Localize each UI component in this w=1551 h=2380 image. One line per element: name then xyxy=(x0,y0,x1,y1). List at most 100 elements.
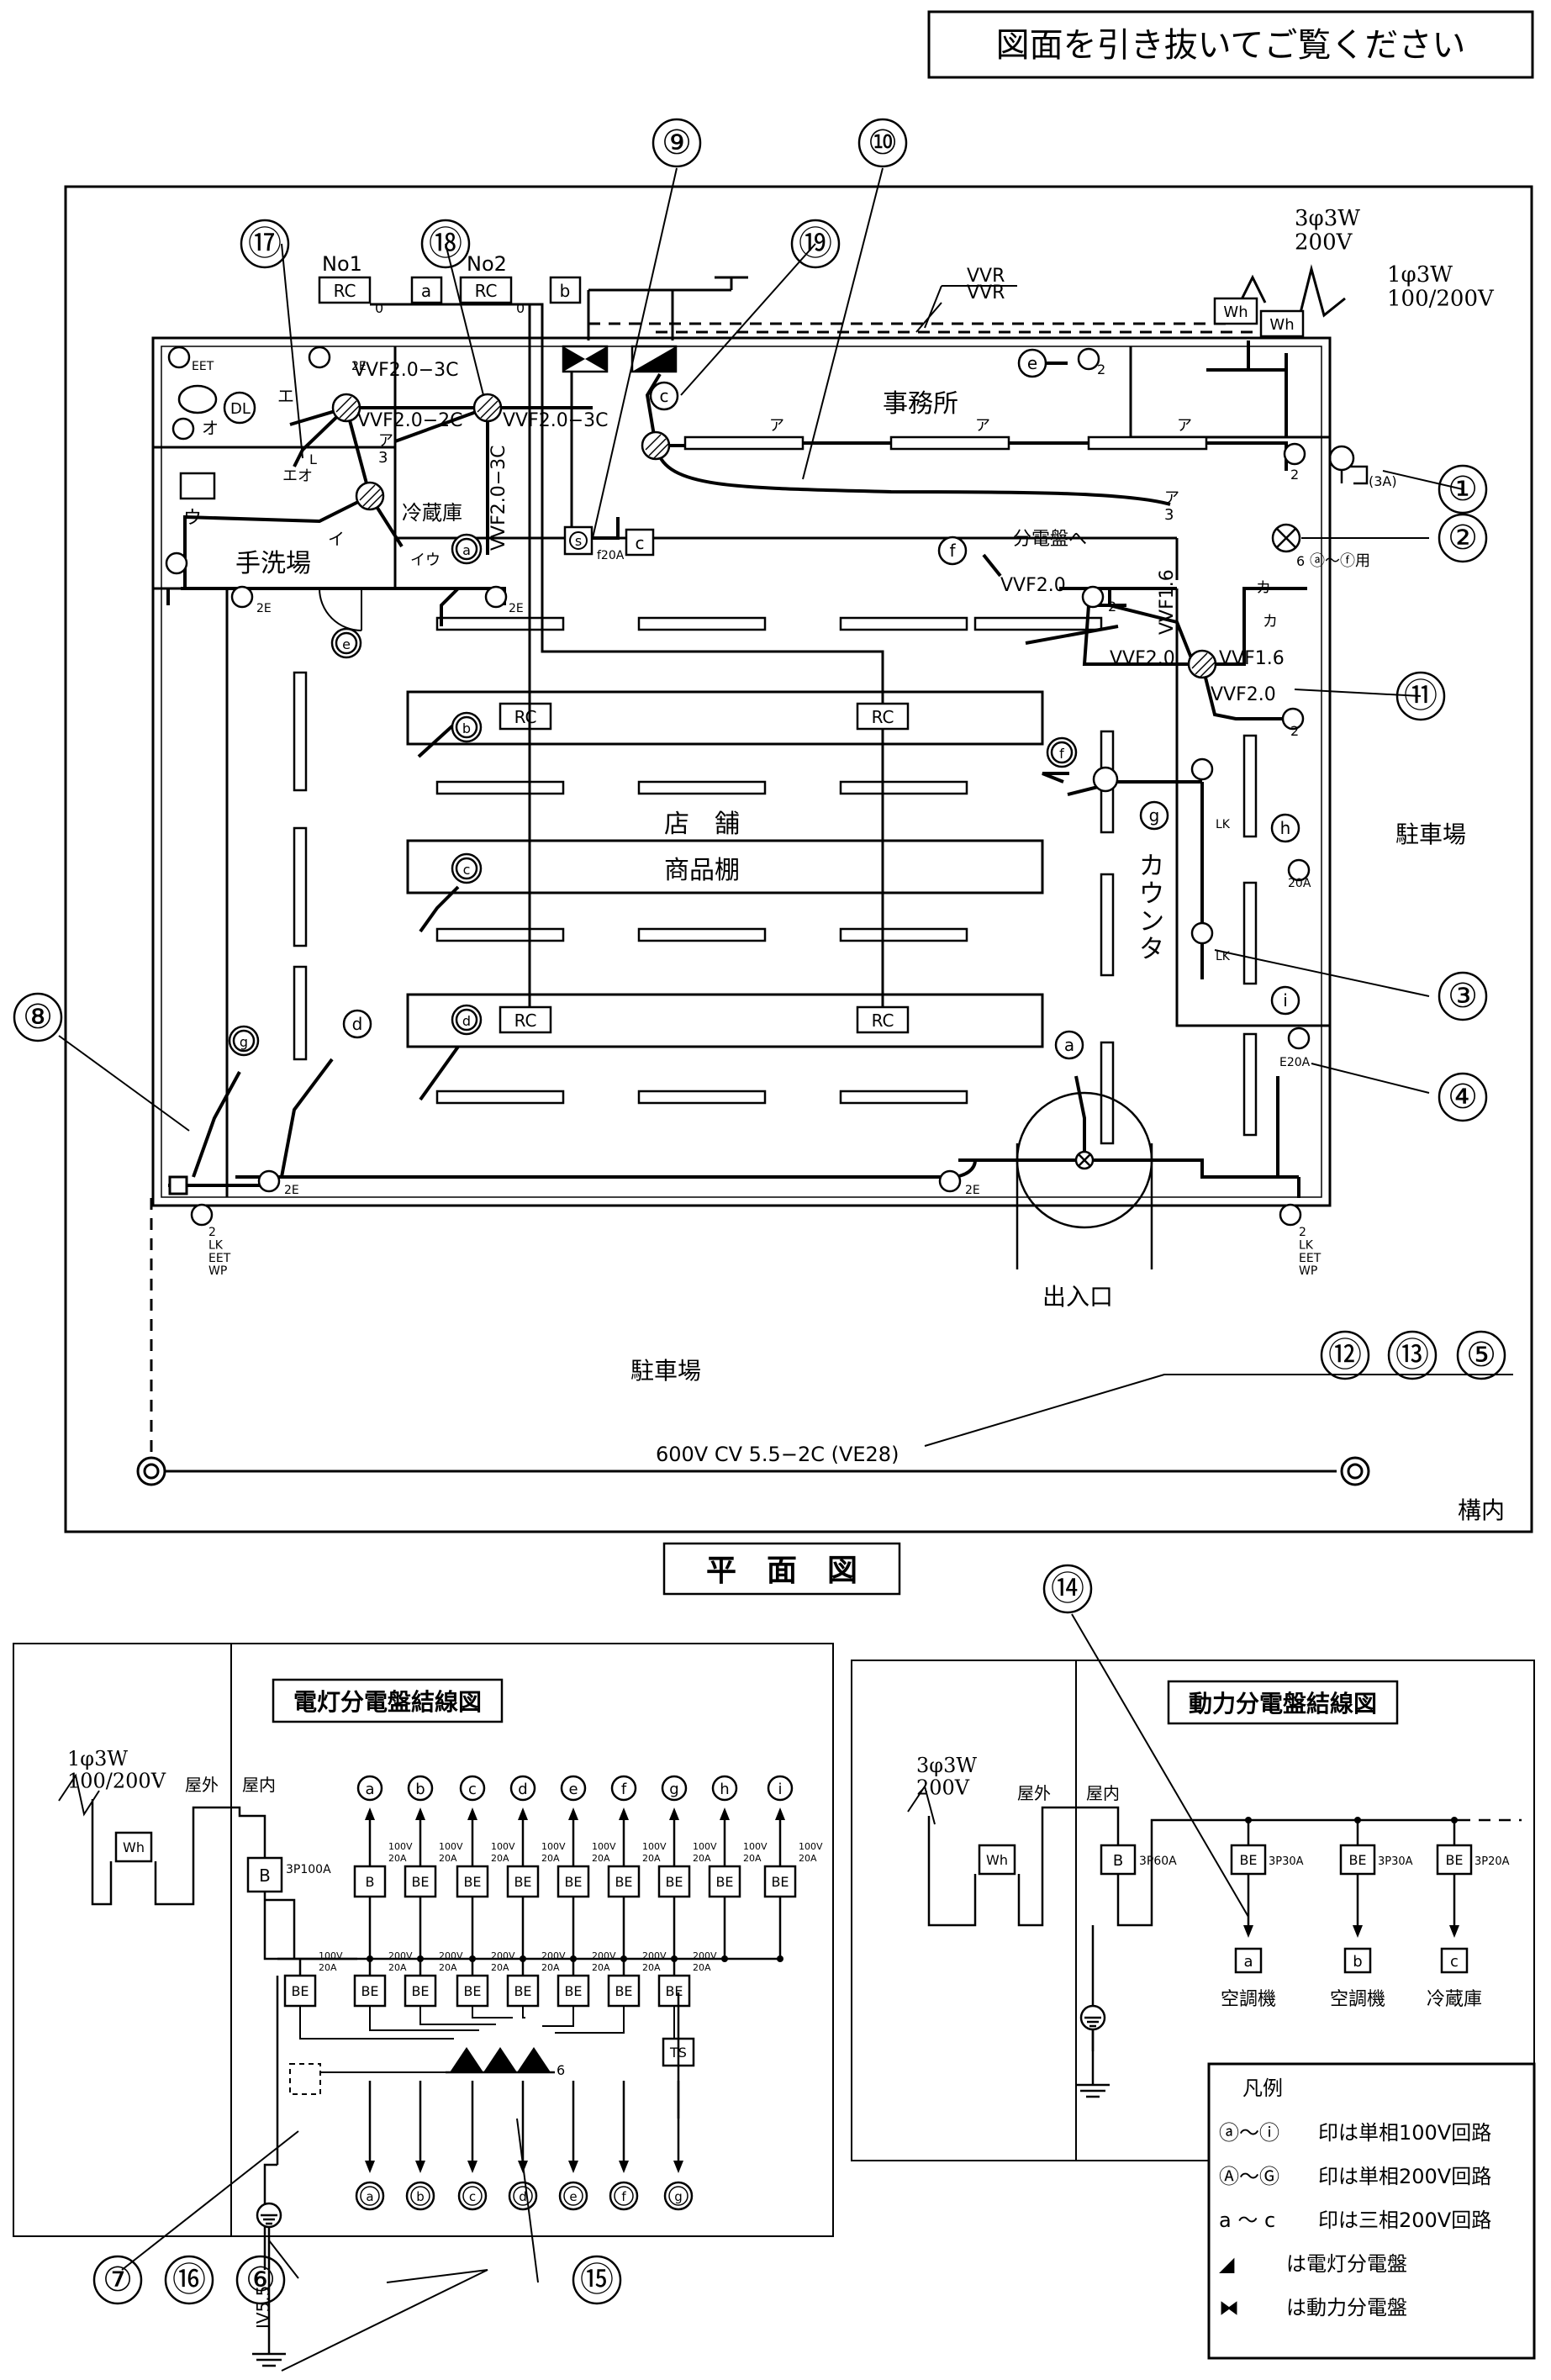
lighting-panel-frame xyxy=(13,1643,834,2237)
power-panel-outdoor: 屋外 xyxy=(1017,1783,1051,1803)
legend-text: は動力分電盤 xyxy=(1286,2296,1407,2319)
branch-breaker-label: BE xyxy=(463,1874,481,1890)
branch-rating: 100V xyxy=(439,1841,463,1852)
e2-label-2: 2E xyxy=(256,602,272,615)
branch-breaker xyxy=(657,1865,691,1898)
label-6: 6 xyxy=(1296,553,1305,569)
branch-circuit-circle xyxy=(661,1775,688,1802)
branch-rating: 100V xyxy=(491,1841,515,1852)
output-label-200: g xyxy=(674,2189,683,2204)
text-line: 2 xyxy=(208,1226,216,1239)
output-label-200: b xyxy=(416,2189,425,2204)
branch-circuit-label: e xyxy=(568,1781,578,1798)
callout-number: ⑲ xyxy=(799,224,832,263)
output-label-200: a xyxy=(366,2189,373,2204)
callout-number: ⑱ xyxy=(429,224,462,263)
lighting-main-breaker-label: B xyxy=(259,1865,271,1886)
branch-breaker xyxy=(506,1865,540,1898)
header-note-box xyxy=(927,10,1534,79)
plan-circuit-200-e: e xyxy=(342,636,351,652)
branch-breaker xyxy=(456,1865,489,1898)
branch-breaker-200-label: BE xyxy=(514,1983,531,1999)
text-line: カ xyxy=(1139,852,1164,881)
room-shelf: 商品棚 xyxy=(664,856,740,885)
branch-circuit-circle xyxy=(407,1775,434,1802)
power-panel-symbol xyxy=(562,345,609,373)
label-to-panel: 分電盤へ xyxy=(1013,529,1087,550)
branch-rating: 20A xyxy=(693,1853,711,1864)
rc-label-4: RC xyxy=(872,707,894,727)
lighting-panel-symbol xyxy=(630,345,678,373)
branch-breaker xyxy=(557,1865,590,1898)
cable-vvf20-2c: VVF2.0−2C xyxy=(357,410,463,431)
branch-rating-200: 20A xyxy=(491,1962,509,1973)
circuit-markers-200 xyxy=(228,533,1078,1057)
legend-symbol: ◢ xyxy=(1219,2252,1235,2276)
branch-rating-200: 20A xyxy=(319,1962,337,1973)
power-load-label: 空調機 xyxy=(1330,1989,1385,2010)
callout-leaders xyxy=(58,167,1513,1447)
branch-circuit-label: g xyxy=(669,1781,678,1798)
rc-label-3: RC xyxy=(514,707,537,727)
callout-number: ⑤ xyxy=(1466,1336,1496,1375)
text-line: 1φ3W xyxy=(67,1747,128,1770)
rc-no1: No1 xyxy=(322,252,362,276)
branch-rating-200: 20A xyxy=(592,1962,610,1973)
branch-circuit-circle xyxy=(356,1775,383,1802)
label-a-2: ア xyxy=(975,417,990,435)
branch-breaker-label: BE xyxy=(715,1874,733,1890)
circuit-a-box: a xyxy=(421,281,431,301)
text-line: LK xyxy=(208,1238,224,1252)
branch-rating-200: 200V xyxy=(592,1950,616,1961)
branch-breaker-label: BE xyxy=(564,1874,582,1890)
text-line: 200V xyxy=(1295,230,1353,256)
power-circuit-label: c xyxy=(1450,1953,1459,1971)
callout-number: ③ xyxy=(1448,977,1478,1016)
callout-circle xyxy=(1438,1072,1488,1122)
branch-rating: 20A xyxy=(743,1853,762,1864)
interior-walls xyxy=(153,346,1330,1197)
text-line: EET xyxy=(1299,1252,1322,1265)
callout-circle xyxy=(1320,1330,1370,1380)
branch-breaker-label: BE xyxy=(514,1874,531,1890)
label-e20a: E20A xyxy=(1279,1056,1311,1069)
branch-circuit-label: a xyxy=(365,1781,374,1798)
plan-circuit-f: f xyxy=(949,541,956,561)
branch-circuit-circle xyxy=(711,1775,738,1802)
output-label-200: d xyxy=(519,2189,527,2204)
cable-vvf20-3c-a: VVF2.0−3C xyxy=(353,360,459,381)
lighting-branches: Ba100V20ABEb100V20ABEc100V20ABEd100V20AB… xyxy=(277,1775,823,2211)
branch-rating-200: 20A xyxy=(693,1962,711,1973)
branch-rating: 100V xyxy=(642,1841,667,1852)
plan-circuit-g: g xyxy=(1149,805,1160,826)
junction-hatch xyxy=(335,396,1216,678)
branch-circuit-circle xyxy=(610,1775,637,1802)
text-line: 3 xyxy=(378,449,388,467)
callout-circle xyxy=(164,2255,214,2305)
callout-number: ① xyxy=(1448,470,1478,509)
legend-text: 印は単相100V回路 xyxy=(1318,2121,1491,2145)
e2-label-5: 2E xyxy=(965,1184,980,1197)
e2-label-1: 2E xyxy=(351,360,367,373)
power-circuit-box xyxy=(1234,1947,1263,1974)
legend-title: 凡例 xyxy=(1242,2077,1283,2100)
rc-sub-1: 0 xyxy=(375,300,383,316)
branch-rating-200: 20A xyxy=(642,1962,661,1973)
e2-label-3: 2E xyxy=(509,602,524,615)
branch-breaker-200-label: BE xyxy=(564,1983,582,1999)
terminal-six: 6 xyxy=(557,2062,565,2078)
output-label-200: e xyxy=(569,2189,577,2204)
callout-circle xyxy=(1387,1330,1438,1380)
legend-symbol: Ⓐ〜Ⓖ xyxy=(1219,2165,1279,2188)
e2-label-4: 2E xyxy=(284,1184,299,1197)
power-branch-breaker-label: BE xyxy=(1239,1852,1257,1868)
entrance-doors xyxy=(1016,1091,1153,1269)
power-load-label: 冷蔵庫 xyxy=(1427,1989,1482,2010)
rc-label-1: RC xyxy=(334,281,356,301)
branch-rating: 100V xyxy=(743,1841,768,1852)
power-panel-frame xyxy=(851,1660,1535,2161)
wh-meter-power xyxy=(1213,297,1258,325)
